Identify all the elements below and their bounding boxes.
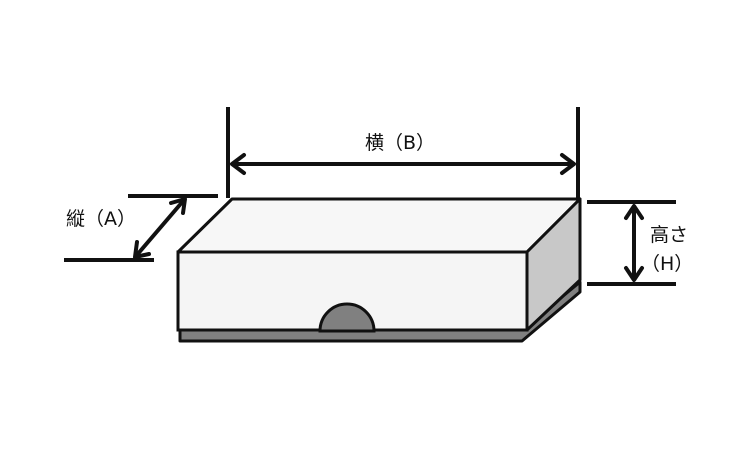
width-label: 横（B） <box>365 132 436 154</box>
box-top-face <box>176 197 582 254</box>
depth-label: 縦（A） <box>66 208 136 230</box>
height-label: 高さ <box>650 224 689 246</box>
finger-notch <box>318 302 376 333</box>
height-label-symbol: （H） <box>641 253 694 275</box>
width-dimension <box>226 107 580 198</box>
depth-dimension <box>64 194 218 262</box>
height-dimension <box>587 200 676 286</box>
